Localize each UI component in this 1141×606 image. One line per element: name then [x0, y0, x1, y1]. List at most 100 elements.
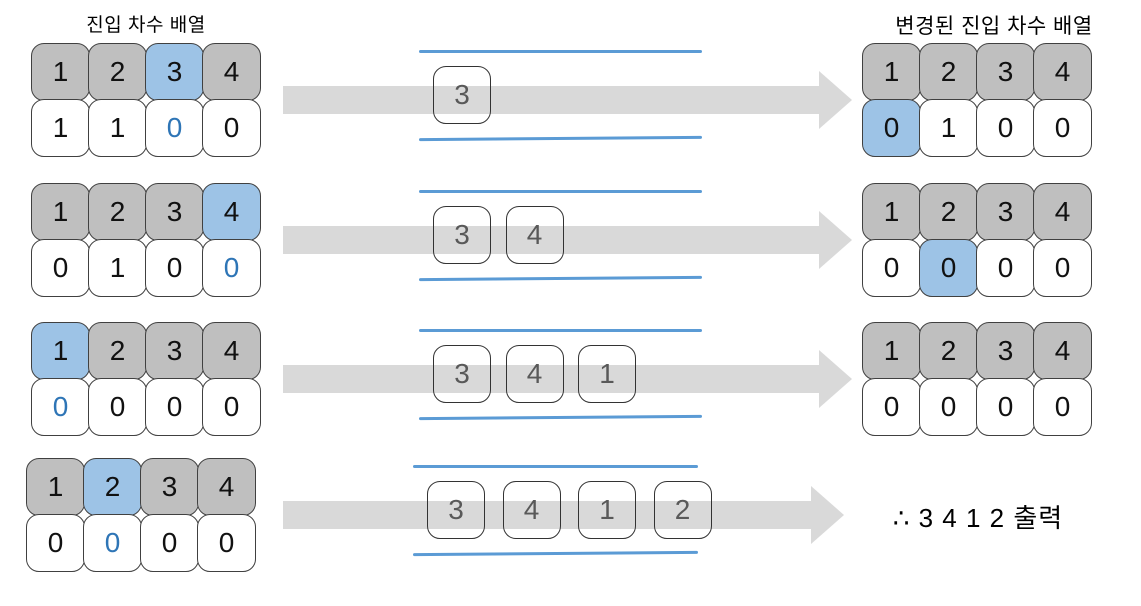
modified-in-degree-array-node-cell: 1: [862, 322, 921, 380]
arrow-shaft: [283, 86, 819, 114]
queue-item-box: 4: [502, 481, 561, 539]
queue-top-line: [419, 190, 702, 193]
modified-in-degree-array-node-cell: 2: [919, 43, 978, 101]
in-degree-array-degree-cell: 0: [145, 378, 204, 436]
arrow-shaft: [283, 501, 811, 529]
in-degree-array-degree-cell: 1: [88, 239, 147, 297]
in-degree-array-node-cell: 4: [202, 43, 261, 101]
arrow-shaft: [283, 365, 819, 393]
modified-in-degree-array-degree-cell: 0: [919, 378, 978, 436]
in-degree-array-node-cell: 3: [145, 43, 204, 101]
arrow-right-icon: [819, 71, 852, 129]
modified-in-degree-array-degree-cell: 0: [1033, 239, 1092, 297]
queue-bottom-line: [418, 275, 703, 282]
queue-item-box: 4: [505, 206, 564, 264]
in-degree-array-degree-cell: 0: [31, 239, 90, 297]
modified-in-degree-array-node-cell: 3: [976, 183, 1035, 241]
arrow-right-icon: [819, 350, 852, 408]
in-degree-array-degree-cell: 1: [31, 99, 90, 157]
in-degree-array-degree-cell: 0: [145, 99, 204, 157]
in-degree-array-node-cell: 3: [145, 183, 204, 241]
left-array-title: 진입 차수 배열: [86, 15, 206, 36]
modified-in-degree-array-node-cell: 4: [1033, 322, 1092, 380]
queue-bottom-line: [418, 135, 703, 142]
queue-top-line: [419, 50, 702, 53]
modified-in-degree-array-node-cell: 2: [919, 183, 978, 241]
in-degree-array-node-cell: 2: [83, 458, 142, 516]
right-array-title: 변경된 진입 차수 배열: [895, 15, 1093, 38]
queue-top-line: [413, 465, 698, 468]
queue-item-box: 3: [433, 206, 491, 264]
arrow-right-icon: [811, 486, 844, 544]
modified-in-degree-array-degree-cell: 0: [976, 378, 1035, 436]
queue-item-box: 3: [433, 66, 491, 124]
modified-in-degree-array-node-cell: 3: [976, 43, 1035, 101]
in-degree-array-degree-cell: 0: [83, 514, 142, 572]
modified-in-degree-array-degree-cell: 0: [862, 378, 921, 436]
in-degree-array-degree-cell: 0: [31, 378, 90, 436]
in-degree-array-degree-cell: 0: [202, 239, 261, 297]
arrow-shaft: [283, 226, 819, 254]
in-degree-array-node-cell: 1: [31, 43, 90, 101]
queue-item-box: 1: [578, 481, 636, 539]
modified-in-degree-array-degree-cell: 1: [919, 99, 978, 157]
queue-item-box: 4: [505, 345, 564, 403]
in-degree-array-node-cell: 2: [88, 322, 147, 380]
in-degree-array-node-cell: 1: [31, 322, 90, 380]
queue-top-line: [419, 329, 702, 332]
in-degree-array-node-cell: 2: [88, 183, 147, 241]
in-degree-array-node-cell: 1: [26, 458, 85, 516]
in-degree-array-degree-cell: 0: [202, 99, 261, 157]
modified-in-degree-array-node-cell: 1: [862, 183, 921, 241]
in-degree-array-degree-cell: 1: [88, 99, 147, 157]
modified-in-degree-array-node-cell: 4: [1033, 183, 1092, 241]
in-degree-array-degree-cell: 0: [88, 378, 147, 436]
queue-item-box: 1: [578, 345, 636, 403]
in-degree-array-node-cell: 4: [202, 183, 261, 241]
output-conclusion-text: ∴ 3 4 1 2 출력: [892, 503, 1064, 533]
in-degree-array-degree-cell: 0: [202, 378, 261, 436]
modified-in-degree-array-degree-cell: 0: [919, 239, 978, 297]
modified-in-degree-array-degree-cell: 0: [862, 99, 921, 157]
in-degree-array-degree-cell: 0: [140, 514, 199, 572]
in-degree-array-node-cell: 3: [140, 458, 199, 516]
in-degree-array-node-cell: 1: [31, 183, 90, 241]
in-degree-array-node-cell: 4: [202, 322, 261, 380]
modified-in-degree-array-node-cell: 1: [862, 43, 921, 101]
modified-in-degree-array-degree-cell: 0: [862, 239, 921, 297]
modified-in-degree-array-node-cell: 4: [1033, 43, 1092, 101]
modified-in-degree-array-node-cell: 3: [976, 322, 1035, 380]
in-degree-array-degree-cell: 0: [26, 514, 85, 572]
arrow-right-icon: [819, 211, 852, 269]
in-degree-array-node-cell: 2: [88, 43, 147, 101]
in-degree-array-node-cell: 4: [197, 458, 256, 516]
in-degree-array-degree-cell: 0: [145, 239, 204, 297]
modified-in-degree-array-degree-cell: 0: [1033, 99, 1092, 157]
modified-in-degree-array-degree-cell: 0: [1033, 378, 1092, 436]
queue-item-box: 3: [427, 481, 485, 539]
queue-item-box: 2: [653, 481, 712, 539]
queue-bottom-line: [412, 550, 699, 557]
